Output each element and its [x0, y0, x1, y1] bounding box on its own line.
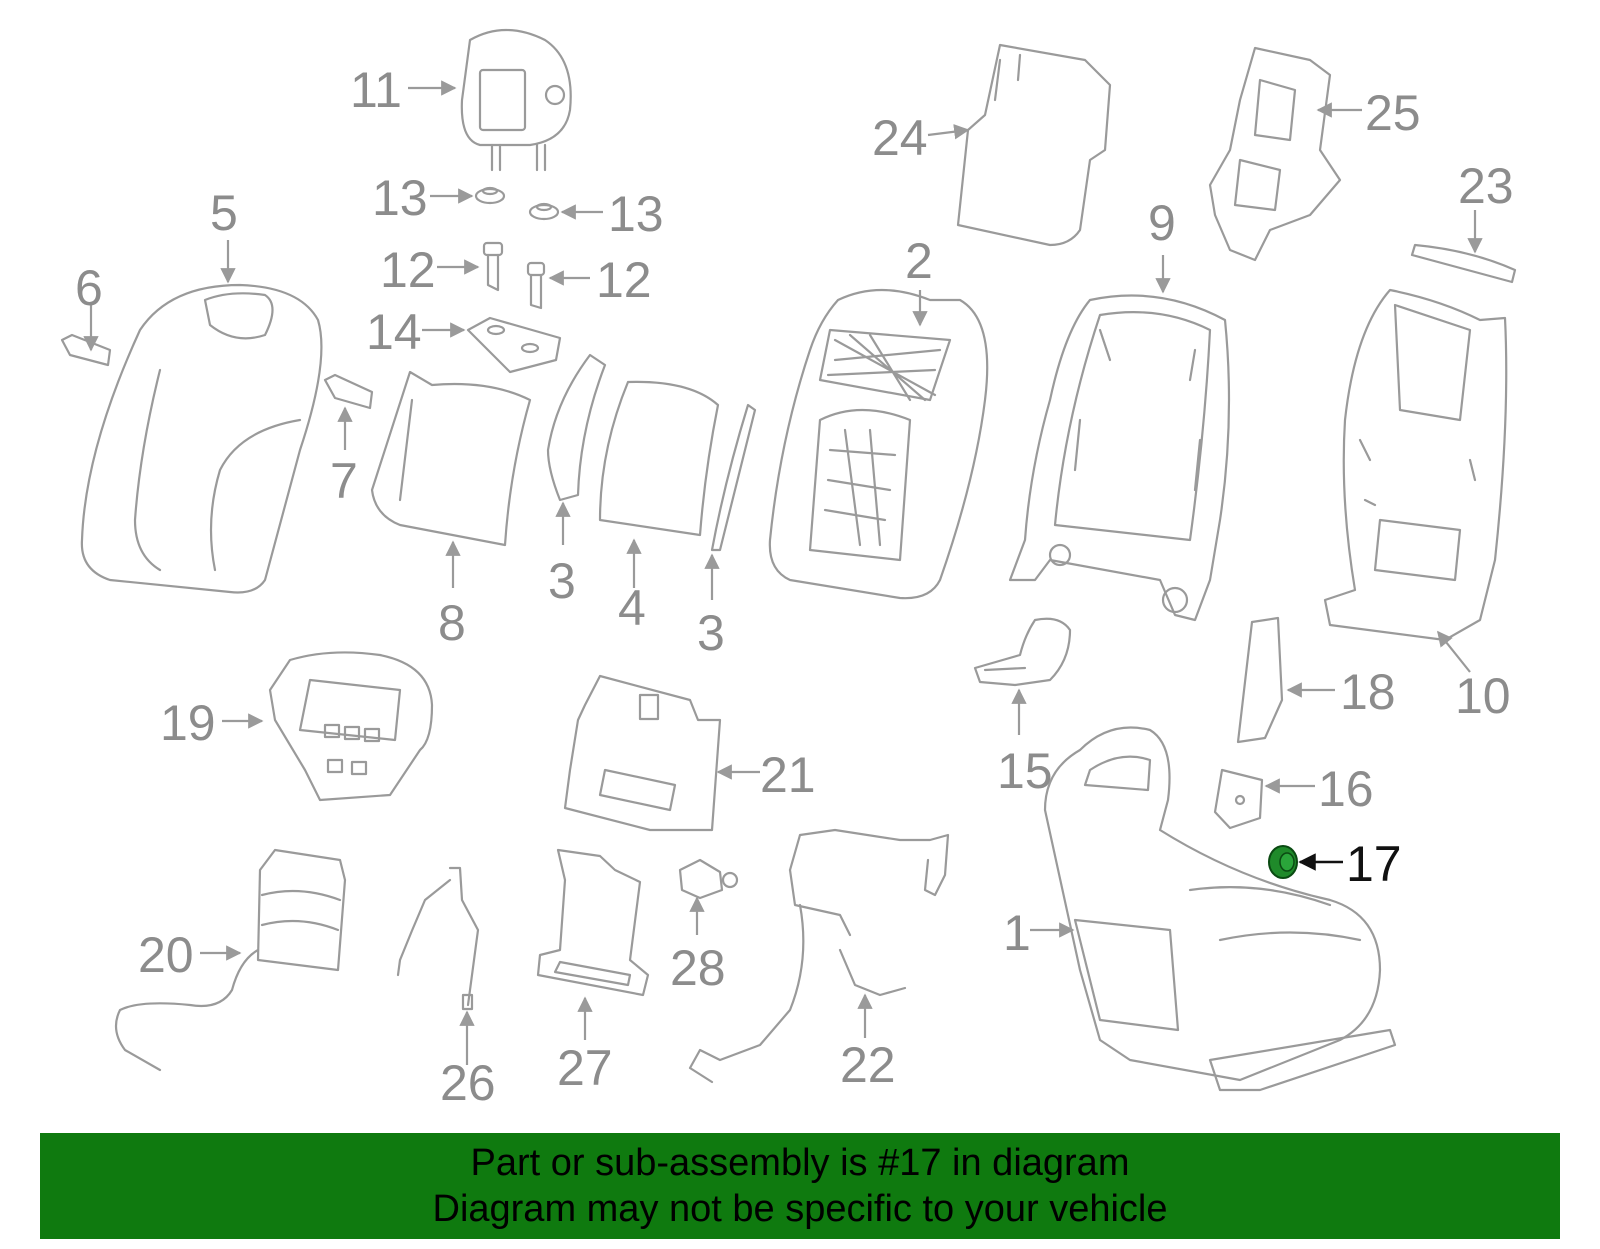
label-8: 8: [438, 595, 466, 651]
label-24: 24: [872, 110, 928, 166]
label-28: 28: [670, 940, 726, 996]
part-11-headrest: 11: [350, 28, 572, 172]
part-10-back-panel: 10: [1323, 288, 1511, 724]
part-5-seatback-cover: 5: [80, 185, 323, 594]
label-20: 20: [138, 927, 194, 983]
part-4-panel: 4: [598, 380, 720, 636]
label-5: 5: [210, 185, 238, 241]
part-17-nut-highlighted: 17: [1268, 836, 1402, 892]
part-2-seatback-trim: 2: [768, 233, 989, 600]
exploded-seat-diagram: 11 13 13 12 12 14 5 6: [60, 28, 1517, 1111]
label-6: 6: [75, 260, 103, 316]
label-18: 18: [1340, 664, 1396, 720]
label-25: 25: [1365, 85, 1421, 141]
part-19-module: 19: [160, 651, 434, 802]
banner-line-part-number: Part or sub-assembly is #17 in diagram: [470, 1142, 1130, 1184]
part-20-harness-module: 20: [114, 848, 347, 1072]
part-1-seat-assembly: 1: [1003, 726, 1397, 1092]
part-13-guides: 13 13: [372, 170, 664, 242]
part-18-cover: 18: [1236, 616, 1396, 744]
part-16-bracket: 16: [1213, 761, 1374, 830]
label-3-left: 3: [548, 553, 576, 609]
label-21: 21: [760, 747, 816, 803]
part-25-bracket: 25: [1208, 46, 1421, 262]
part-24-board: 24: [872, 43, 1112, 247]
label-22: 22: [840, 1037, 896, 1093]
label-12-left: 12: [380, 242, 436, 298]
label-7: 7: [330, 453, 358, 509]
label-2: 2: [905, 233, 933, 289]
label-26: 26: [440, 1055, 496, 1111]
label-27: 27: [557, 1040, 613, 1096]
label-9: 9: [1148, 195, 1176, 251]
part-12-studs: 12 12: [380, 241, 652, 310]
part-28-sensor: 28: [670, 858, 739, 996]
part-3-strips: 3 3: [546, 353, 757, 661]
label-15: 15: [997, 743, 1053, 799]
label-14: 14: [366, 304, 422, 360]
label-12-right: 12: [596, 252, 652, 308]
part-8-pad: 8: [370, 370, 532, 651]
banner-line-disclaimer: Diagram may not be specific to your vehi…: [432, 1188, 1168, 1230]
part-15-bolster: 15: [973, 617, 1072, 799]
label-4: 4: [618, 580, 646, 636]
part-notice-banner: Part or sub-assembly is #17 in diagram D…: [40, 1133, 1560, 1239]
part-21-panel: 21: [563, 674, 816, 832]
label-13-right: 13: [608, 186, 664, 242]
label-13-left: 13: [372, 170, 428, 226]
part-22-harness: 22: [688, 828, 950, 1093]
part-23-strip: 23: [1410, 158, 1517, 284]
part-14-bracket: 14: [366, 304, 562, 374]
label-17: 17: [1346, 836, 1402, 892]
label-11: 11: [350, 62, 402, 118]
part-26-wire: 26: [396, 866, 496, 1111]
label-19: 19: [160, 695, 216, 751]
label-16: 16: [1318, 761, 1374, 817]
part-7-clip: 7: [323, 373, 374, 509]
part-6-clip: 6: [60, 260, 112, 367]
label-1: 1: [1003, 905, 1031, 961]
label-10: 10: [1455, 668, 1511, 724]
part-27-module: 27: [536, 848, 650, 1096]
label-23: 23: [1458, 158, 1514, 214]
label-3-right: 3: [697, 605, 725, 661]
part-9-frame: 9: [1008, 195, 1231, 622]
